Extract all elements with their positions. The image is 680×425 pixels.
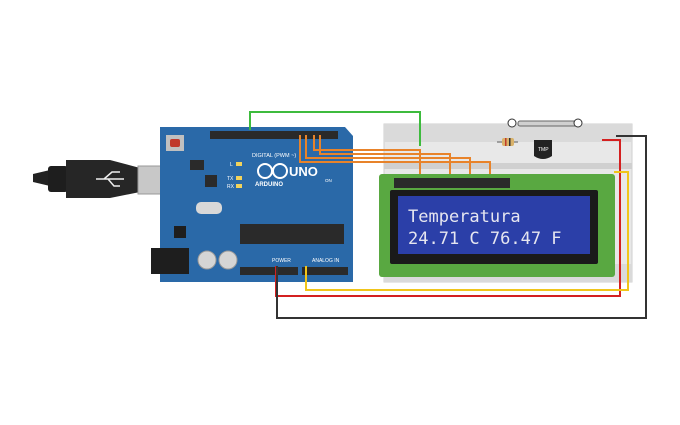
small-chip <box>205 175 217 187</box>
usb-cable <box>33 160 171 198</box>
wire-orange-4 <box>299 135 491 178</box>
crystal <box>196 202 222 214</box>
reset-button[interactable] <box>170 139 180 147</box>
led-tx <box>236 176 242 180</box>
lcd-module: Temperatura 24.71 C 76.47 F <box>379 174 615 277</box>
arduino-logo: UNO ARDUINO <box>255 163 318 188</box>
potentiometer[interactable] <box>507 118 583 128</box>
led-tx-label: TX <box>227 176 234 182</box>
led-rx-label: RX <box>227 184 235 190</box>
analog-label: ANALOG IN <box>312 258 340 264</box>
voltage-regulator <box>174 226 186 238</box>
wires <box>249 111 647 319</box>
power-header <box>240 267 298 275</box>
lcd-line-2: 24.71 C 76.47 F <box>408 229 562 249</box>
digital-header-label: DIGITAL (PWM ~) <box>252 153 296 159</box>
temperature-sensor: TMP <box>534 140 552 159</box>
led-l <box>236 162 242 166</box>
arduino-board[interactable]: DIGITAL (PWM ~) UNO ARDUINO L TX RX ON P… <box>151 127 353 282</box>
sensor-label: TMP <box>538 147 549 153</box>
capacitor-left <box>197 250 217 270</box>
wire-orange-1 <box>313 135 421 178</box>
on-label: ON <box>325 178 332 183</box>
wire-black <box>276 135 647 319</box>
power-label: POWER <box>272 258 291 264</box>
lcd-screen <box>398 196 590 254</box>
lcd-line-1: Temperatura <box>408 207 521 227</box>
board-brand: ARDUINO <box>255 182 283 188</box>
power-jack <box>151 248 189 274</box>
capacitor-right <box>218 250 238 270</box>
usb-chip <box>190 160 204 170</box>
microcontroller-chip <box>240 224 344 244</box>
digital-header <box>210 131 338 139</box>
analog-header <box>302 267 348 275</box>
board-logo-text: UNO <box>289 164 318 179</box>
wire-orange-3 <box>305 135 471 178</box>
resistor <box>497 138 518 146</box>
wire-green <box>249 111 421 146</box>
led-rx <box>236 184 242 188</box>
led-l-label: L <box>230 162 233 168</box>
wire-yellow <box>305 171 629 291</box>
